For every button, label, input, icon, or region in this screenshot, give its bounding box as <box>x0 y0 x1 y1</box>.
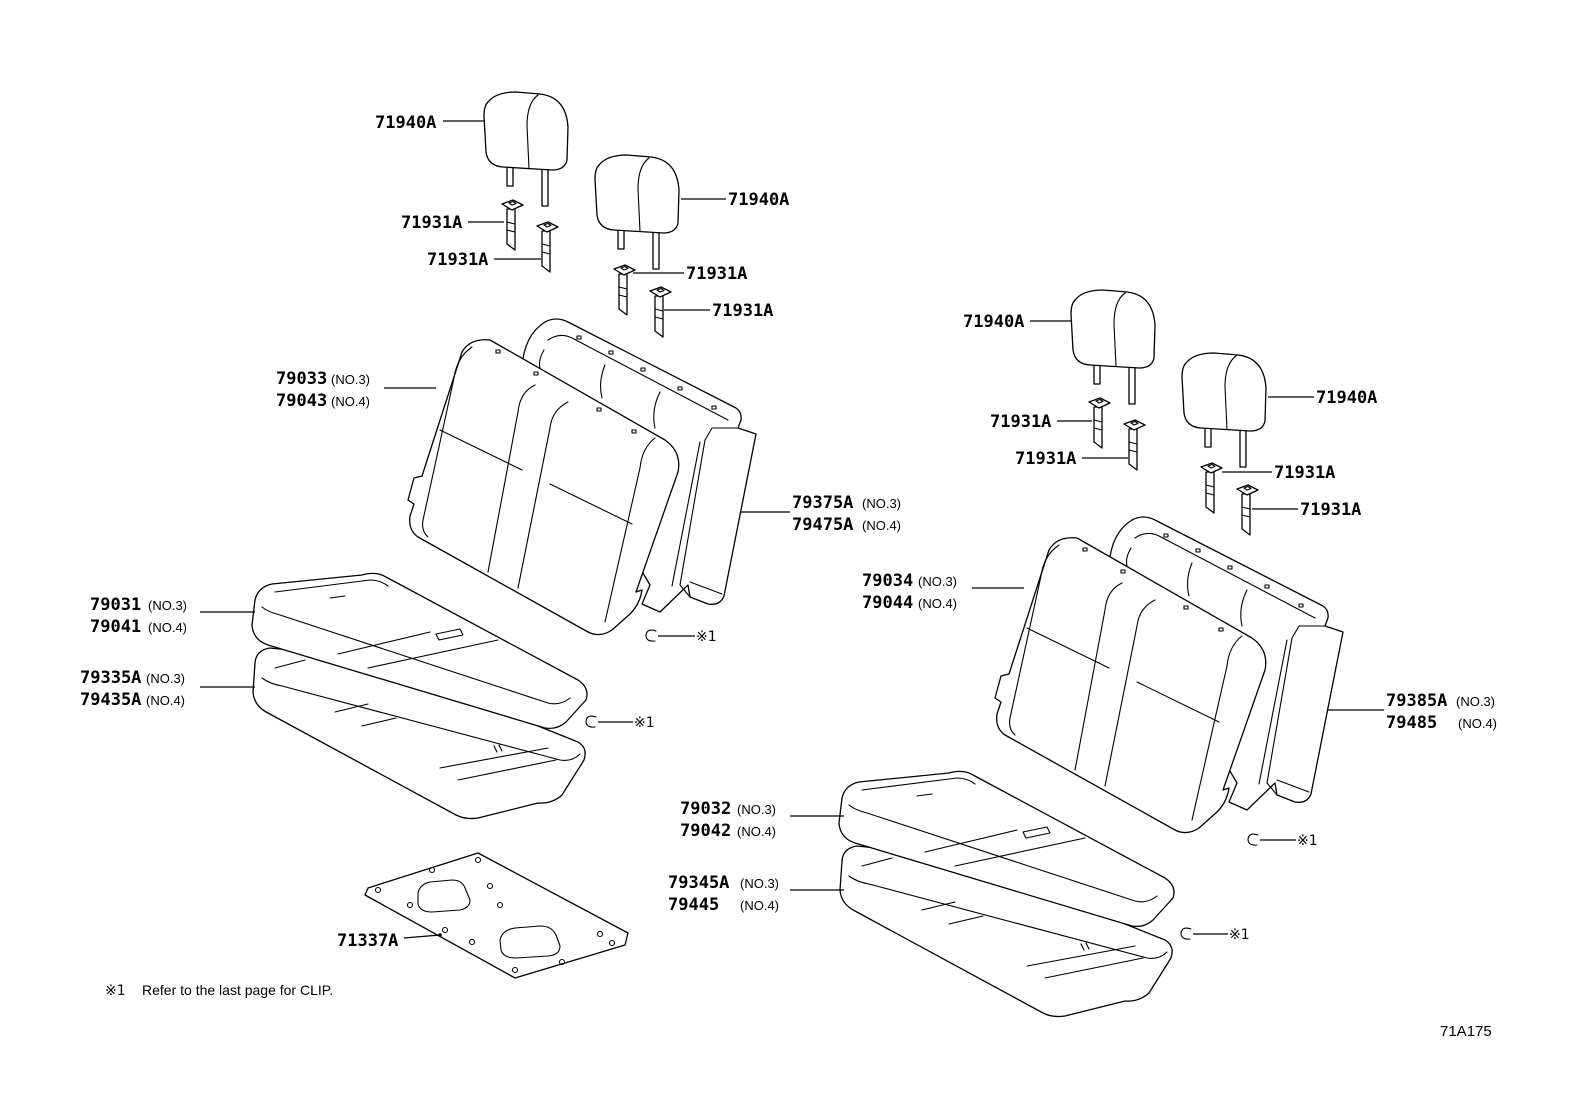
left-headrest-support-c <box>613 264 636 316</box>
right-seatback-pad-no4-variant: (NO.4) <box>1458 716 1497 731</box>
leader-lines <box>200 120 1384 939</box>
left-cushion-cover-no3-variant: (NO.3) <box>148 598 187 613</box>
left-clip-b <box>585 715 597 728</box>
left-seatback-pad-no4-variant: (NO.4) <box>862 518 901 533</box>
left-headrest-support-d <box>649 286 672 338</box>
right-seatback-cover-no4-part: 79044 <box>862 593 913 613</box>
left-support-c-label: 71931A <box>686 264 747 284</box>
left-cushion-pad-no3-variant: (NO.3) <box>146 671 185 686</box>
right-clip-a <box>1247 833 1259 846</box>
footnote-text: Refer to the last page for CLIP. <box>142 982 333 998</box>
left-seatback-cover-no3-variant: (NO.3) <box>331 372 370 387</box>
right-seatback-cover <box>994 537 1267 834</box>
left-plate-label: 71337A <box>337 931 398 951</box>
right-cushion-pad-no3-variant: (NO.3) <box>740 876 779 891</box>
right-support-b-label: 71931A <box>1015 449 1076 469</box>
right-seatback-cover-no3-variant: (NO.3) <box>918 574 957 589</box>
right-seatback-pad-no3-variant: (NO.3) <box>1456 694 1495 709</box>
right-clip-b <box>1180 927 1192 940</box>
left-seatback-cover <box>407 339 680 636</box>
left-seatback-pad-no3-variant: (NO.3) <box>862 496 901 511</box>
left-headrest-support-b <box>536 221 559 273</box>
left-seatback-cover-no3-part: 79033 <box>276 369 327 389</box>
right-cushion-pad-no4-part: 79445 <box>668 895 719 915</box>
left-support-a-label: 71931A <box>401 213 462 233</box>
right-seat-assembly-drawing <box>838 289 1344 1018</box>
left-cushion-cover-no4-variant: (NO.4) <box>148 620 187 635</box>
left-seatback-pad-no4-part: 79475A <box>792 515 853 535</box>
left-seat-plate <box>364 852 629 979</box>
right-support-a-label: 71931A <box>990 412 1051 432</box>
left-clip-ref-b: ※1 <box>634 715 655 731</box>
right-headrest-a-label: 71940A <box>963 312 1024 332</box>
right-seatback-cover-no3-part: 79034 <box>862 571 913 591</box>
left-seatback-cover-no4-variant: (NO.4) <box>331 394 370 409</box>
right-clip-ref-b: ※1 <box>1229 927 1250 943</box>
left-headrest-b-label: 71940A <box>728 190 789 210</box>
right-cushion-pad-no4-variant: (NO.4) <box>740 898 779 913</box>
left-clip-a <box>645 629 657 642</box>
right-headrest-support-d <box>1236 484 1259 536</box>
right-cushion-pad-no3-part: 79345A <box>668 873 729 893</box>
left-seat-assembly-drawing <box>251 91 757 820</box>
left-clip-ref-a: ※1 <box>696 629 717 645</box>
right-headrest-support-b <box>1123 419 1146 471</box>
right-headrest-support-a <box>1088 397 1111 449</box>
right-cushion-cover-no4-variant: (NO.4) <box>737 824 776 839</box>
right-cushion-cover-no4-part: 79042 <box>680 821 731 841</box>
left-cushion-pad <box>252 647 586 820</box>
right-headrest-b-label: 71940A <box>1316 388 1377 408</box>
left-seatback-pad-no3-part: 79375A <box>792 493 853 513</box>
left-headrest-a-label: 71940A <box>375 113 436 133</box>
right-cushion-pad <box>839 845 1173 1018</box>
right-support-d-label: 71931A <box>1300 500 1361 520</box>
right-seatback-pad-no4-part: 79485 <box>1386 713 1437 733</box>
footnote-mark: ※1 <box>105 983 126 999</box>
drawing-number: 71A175 <box>1440 1023 1492 1040</box>
right-seatback-cover-no4-variant: (NO.4) <box>918 596 957 611</box>
left-cushion-pad-no3-part: 79335A <box>80 668 141 688</box>
right-headrest-support-c <box>1200 462 1223 514</box>
left-seatback-cover-no4-part: 79043 <box>276 391 327 411</box>
left-cushion-cover-no4-part: 79041 <box>90 617 141 637</box>
right-cushion-cover-no3-part: 79032 <box>680 799 731 819</box>
left-cushion-cover <box>251 572 588 730</box>
right-cushion-cover <box>838 770 1175 928</box>
right-clip-ref-a: ※1 <box>1297 833 1318 849</box>
left-support-d-label: 71931A <box>712 301 773 321</box>
right-seatback-pad-no3-part: 79385A <box>1386 691 1447 711</box>
right-headrest-a <box>1070 289 1156 405</box>
right-headrest-b <box>1181 352 1267 468</box>
left-headrest-a <box>483 91 569 207</box>
left-cushion-pad-no4-variant: (NO.4) <box>146 693 185 708</box>
right-support-c-label: 71931A <box>1274 463 1335 483</box>
left-headrest-support-a <box>501 199 524 251</box>
left-support-b-label: 71931A <box>427 250 488 270</box>
left-cushion-cover-no3-part: 79031 <box>90 595 141 615</box>
left-headrest-b <box>594 154 680 270</box>
left-cushion-pad-no4-part: 79435A <box>80 690 141 710</box>
right-cushion-cover-no3-variant: (NO.3) <box>737 802 776 817</box>
